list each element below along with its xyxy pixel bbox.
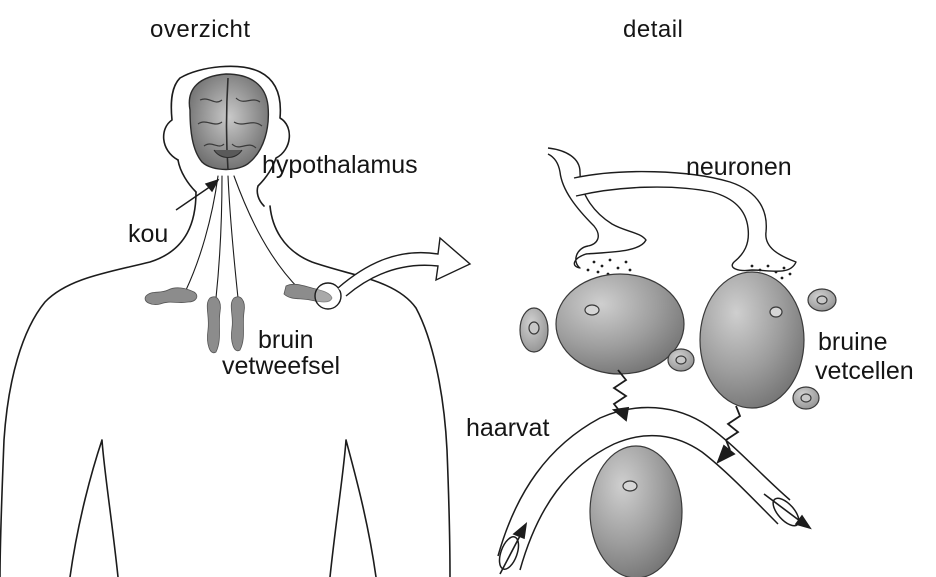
- fat-cell-1-nucleus: [585, 305, 599, 315]
- nerve-4: [234, 176, 300, 290]
- kou-pointer: [176, 180, 218, 210]
- fat-cell-1: [556, 274, 684, 374]
- label-bruin: bruin: [258, 328, 314, 353]
- fat-left-shoulder: [145, 288, 197, 305]
- callout-arrow: [338, 238, 470, 296]
- nerve-1: [186, 176, 218, 290]
- nerve-2: [216, 176, 222, 298]
- fat-cell-2-nucleus: [770, 307, 782, 317]
- neuron-1: [548, 148, 646, 268]
- zoom-circle: [315, 283, 341, 309]
- label-neuronen: neuronen: [686, 155, 792, 180]
- fat-neck-left: [207, 297, 220, 353]
- brain-image: [189, 74, 268, 170]
- label-haarvat: haarvat: [466, 416, 549, 441]
- label-vetweefsel: vetweefsel: [222, 354, 340, 379]
- fat-cell-3: [590, 446, 682, 577]
- label-kou: kou: [128, 222, 168, 247]
- fat-cell-3-nucleus: [623, 481, 637, 491]
- fat-cell-2: [700, 272, 804, 408]
- heat-arrow-2: [726, 406, 740, 450]
- left-ear: [178, 160, 196, 192]
- label-vetcellen: vetcellen: [815, 359, 914, 384]
- left-inner-arm: [70, 440, 118, 577]
- heading-overview: overzicht: [150, 18, 251, 42]
- flow-arrow-out: [764, 494, 804, 524]
- torso-outline: [0, 192, 196, 577]
- fat-neck-right: [231, 297, 244, 351]
- heading-detail: detail: [623, 18, 683, 42]
- zoom-callout: [315, 238, 470, 309]
- brown-fat-cells: [520, 272, 836, 577]
- right-inner-arm: [330, 440, 376, 577]
- nerve-3: [228, 176, 238, 298]
- heat-arrow-1: [614, 370, 626, 414]
- label-bruine: bruine: [818, 330, 888, 355]
- label-hypothalamus: hypothalamus: [262, 153, 418, 178]
